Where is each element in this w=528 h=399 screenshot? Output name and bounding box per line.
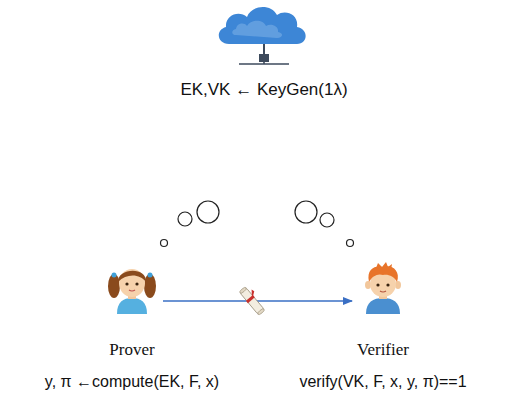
icon-holder	[209, 2, 319, 76]
key-setup-node: EK,VK ← KeyGen(1λ)	[134, 2, 394, 100]
cloud-server-icon	[209, 2, 319, 76]
thought-bubbles	[161, 201, 354, 247]
formula-text: y, π ←compute(EK, F, x)	[45, 372, 219, 392]
party-node: Prover y, π ←compute(EK, F, x)	[2, 262, 262, 392]
party-node: Verifier verify(VK, F, x, y, π)==1	[264, 262, 502, 392]
icon-holder	[107, 262, 157, 314]
scroll-icon	[239, 284, 269, 316]
formula-text: EK,VK ← KeyGen(1λ)	[180, 80, 347, 100]
prover-figure	[107, 262, 157, 314]
icon-holder	[358, 262, 408, 314]
role-label: Verifier	[357, 340, 409, 360]
formula-text: verify(VK, F, x, y, π)==1	[299, 372, 466, 392]
role-label: Prover	[109, 340, 154, 360]
verifier-figure	[358, 262, 408, 314]
